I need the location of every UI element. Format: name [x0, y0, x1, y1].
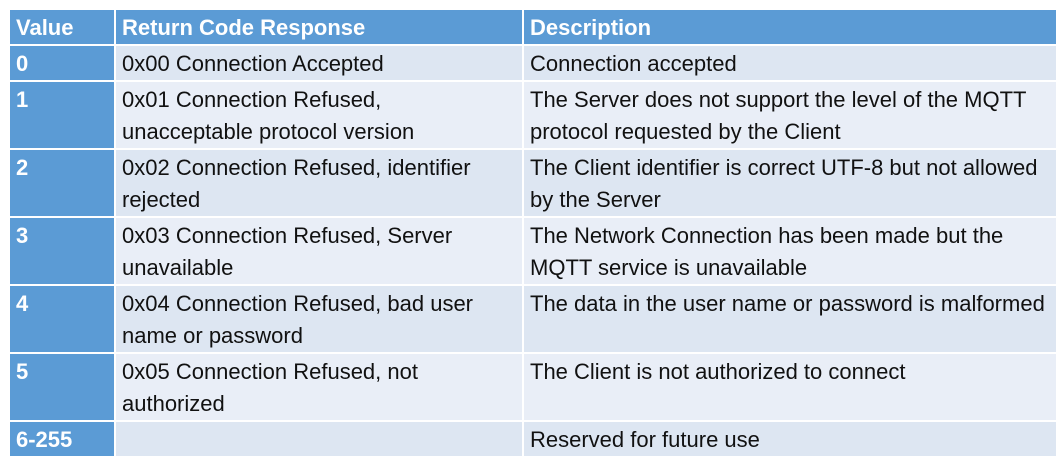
value-cell: 4	[8, 284, 116, 354]
description-cell: The Client is not authorized to connect	[522, 352, 1058, 422]
table-row: 1 0x01 Connection Refused, unacceptable …	[8, 80, 1058, 150]
value-cell: 0	[8, 44, 116, 82]
value-cell: 6-255	[8, 420, 116, 458]
table-row: 5 0x05 Connection Refused, not authorize…	[8, 352, 1058, 422]
table-row: 6-255 Reserved for future use	[8, 420, 1058, 458]
description-cell: The data in the user name or password is…	[522, 284, 1058, 354]
response-cell: 0x04 Connection Refused, bad user name o…	[114, 284, 524, 354]
table-row: 2 0x02 Connection Refused, identifier re…	[8, 148, 1058, 218]
header-value: Value	[8, 8, 116, 46]
table-row: 0 0x00 Connection Accepted Connection ac…	[8, 44, 1058, 82]
table-header-row: Value Return Code Response Description	[8, 8, 1058, 46]
header-description: Description	[522, 8, 1058, 46]
return-code-table-container: Value Return Code Response Description 0…	[8, 8, 1058, 458]
value-cell: 3	[8, 216, 116, 286]
header-return-code-response: Return Code Response	[114, 8, 524, 46]
description-cell: The Network Connection has been made but…	[522, 216, 1058, 286]
table-row: 4 0x04 Connection Refused, bad user name…	[8, 284, 1058, 354]
response-cell: 0x02 Connection Refused, identifier reje…	[114, 148, 524, 218]
response-cell: 0x03 Connection Refused, Server unavaila…	[114, 216, 524, 286]
return-code-table: Value Return Code Response Description 0…	[8, 8, 1058, 458]
table-row: 3 0x03 Connection Refused, Server unavai…	[8, 216, 1058, 286]
value-cell: 2	[8, 148, 116, 218]
description-cell: The Client identifier is correct UTF-8 b…	[522, 148, 1058, 218]
response-cell: 0x01 Connection Refused, unacceptable pr…	[114, 80, 524, 150]
value-cell: 1	[8, 80, 116, 150]
value-cell: 5	[8, 352, 116, 422]
response-cell	[114, 420, 524, 458]
response-cell: 0x05 Connection Refused, not authorized	[114, 352, 524, 422]
description-cell: Connection accepted	[522, 44, 1058, 82]
description-cell: The Server does not support the level of…	[522, 80, 1058, 150]
response-cell: 0x00 Connection Accepted	[114, 44, 524, 82]
description-cell: Reserved for future use	[522, 420, 1058, 458]
